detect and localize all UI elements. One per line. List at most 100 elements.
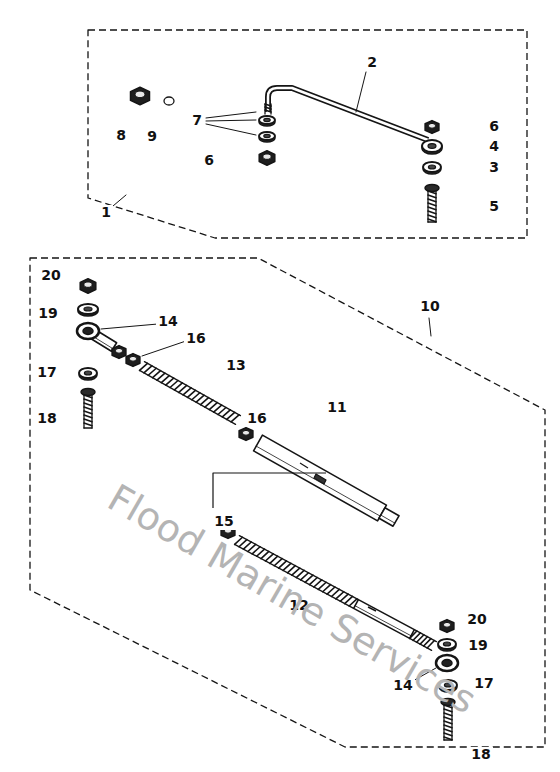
callout-number: 2 xyxy=(365,55,379,70)
thread-crest xyxy=(274,559,282,566)
thread-crest xyxy=(427,641,434,648)
washer xyxy=(422,140,442,152)
thread-crest xyxy=(428,207,436,210)
thread-crest xyxy=(314,580,322,587)
washer xyxy=(259,116,275,124)
leader-line xyxy=(356,72,366,112)
thread-crest xyxy=(428,195,436,198)
thread-crest xyxy=(84,395,92,398)
thread-crest xyxy=(157,373,165,380)
thread-edge xyxy=(264,104,265,114)
hex-nut xyxy=(440,620,454,633)
thread-crest xyxy=(323,585,331,592)
washer xyxy=(259,132,275,140)
tube-slot xyxy=(314,474,326,484)
thread-crest xyxy=(279,561,287,568)
thread-crest xyxy=(318,582,326,589)
callout-number: 1 xyxy=(99,205,113,220)
thread-crest xyxy=(84,403,92,406)
hex-nut xyxy=(80,279,96,293)
washer-bore xyxy=(84,371,91,375)
leader-line xyxy=(206,112,256,118)
thread-crest xyxy=(265,554,273,561)
thread-crest xyxy=(283,563,291,570)
nut-bore xyxy=(263,154,271,159)
thread-crest xyxy=(144,366,152,373)
drawing xyxy=(30,30,545,747)
thread-crest xyxy=(265,110,271,112)
thread-crest xyxy=(296,570,304,577)
thread-crest xyxy=(336,592,344,599)
hex-nut xyxy=(112,346,126,359)
thread-crest xyxy=(214,405,222,412)
thread-crest xyxy=(444,717,452,720)
thread-edge xyxy=(91,395,92,428)
hex-nut xyxy=(259,151,275,165)
thread-crest xyxy=(84,419,92,422)
thread-crest xyxy=(84,415,92,418)
thread-crest xyxy=(340,594,348,601)
thread-crest xyxy=(201,398,209,405)
watermark: Flood Marine Services xyxy=(101,478,483,723)
tube xyxy=(254,435,387,521)
tube-shade xyxy=(256,446,380,516)
link-rod xyxy=(268,88,428,140)
tube-shade xyxy=(381,515,395,523)
callout-number: 19 xyxy=(36,306,59,321)
bolt-head xyxy=(81,389,95,396)
thread-crest xyxy=(444,721,452,724)
callout-number: 10 xyxy=(418,299,441,314)
washer-bore xyxy=(443,642,450,646)
thread-crest xyxy=(444,733,452,736)
thread-crest xyxy=(332,589,340,596)
hex-nut xyxy=(126,354,140,367)
thread-crest xyxy=(265,104,271,106)
thread-crest xyxy=(444,737,452,740)
washer xyxy=(79,368,97,378)
bolt-tip xyxy=(84,427,92,429)
leader-line xyxy=(142,341,186,356)
callout-number: 17 xyxy=(35,365,58,380)
callout-number: 9 xyxy=(145,129,159,144)
thread-crest xyxy=(287,566,295,573)
thread-crest xyxy=(261,551,269,558)
thread-crest xyxy=(84,407,92,410)
thread-crest xyxy=(187,390,195,397)
thread-crest xyxy=(140,363,148,370)
nut-bore xyxy=(135,91,145,98)
thread-crest xyxy=(170,381,178,388)
washer xyxy=(423,162,441,172)
thread-crest xyxy=(428,191,436,194)
callout-number: 8 xyxy=(114,128,128,143)
callout-number: 18 xyxy=(35,411,58,426)
thread-crest xyxy=(428,219,436,222)
rod-end-eye xyxy=(77,323,99,339)
rod-end-bore xyxy=(83,328,93,335)
nut-bore xyxy=(84,282,92,287)
nut-bore xyxy=(115,348,122,353)
callout-number: 6 xyxy=(487,119,501,134)
nut-bore xyxy=(428,123,435,128)
thread-crest xyxy=(205,400,213,407)
bracket-line xyxy=(213,473,326,508)
washer-bore xyxy=(428,165,435,169)
hex-nut xyxy=(239,428,253,441)
washer-bore xyxy=(264,134,270,137)
callout-number: 3 xyxy=(487,160,501,175)
leader-line xyxy=(206,120,256,121)
thread-crest xyxy=(166,378,174,385)
thread-crest xyxy=(209,403,217,410)
callout-number: 14 xyxy=(156,314,179,329)
thread-crest xyxy=(84,411,92,414)
callout-number: 15 xyxy=(212,514,235,529)
thread-crest xyxy=(292,568,300,575)
bolt-tip xyxy=(428,221,436,223)
thread-crest xyxy=(327,587,335,594)
nut-bore xyxy=(129,356,136,361)
thread-crest xyxy=(227,412,235,419)
nut-bore xyxy=(242,430,249,435)
o-ring xyxy=(164,97,174,105)
thread-crest xyxy=(270,556,278,563)
callout-number: 6 xyxy=(202,153,216,168)
thread-crest xyxy=(345,596,353,603)
